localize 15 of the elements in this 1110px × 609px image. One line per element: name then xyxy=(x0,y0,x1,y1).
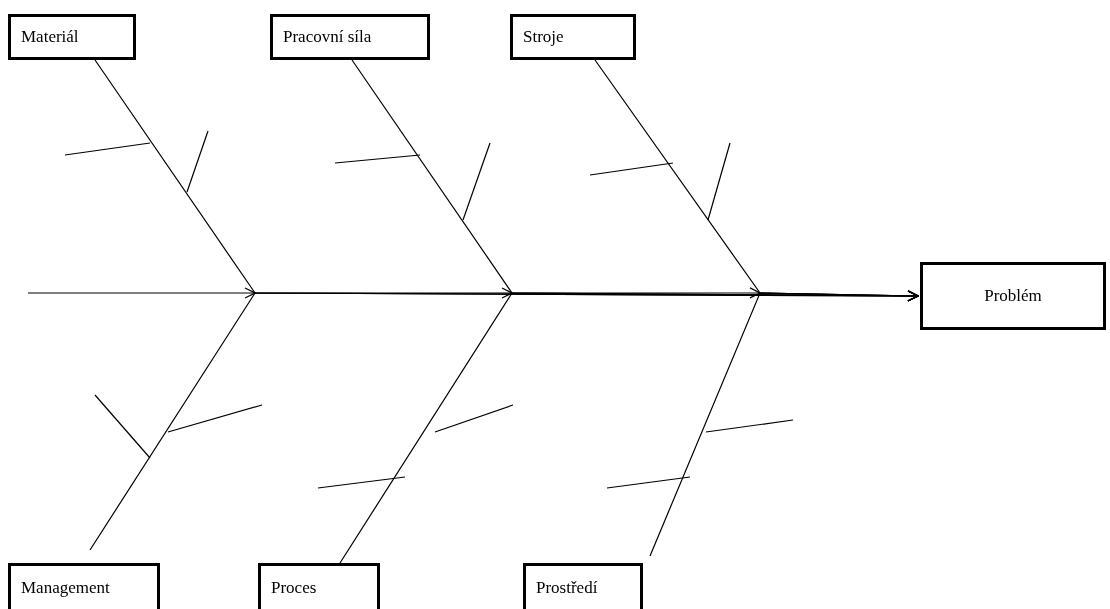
spine-arrow xyxy=(27,287,919,301)
box-label: Problém xyxy=(984,286,1042,306)
cause-box xyxy=(510,14,636,60)
cause-box xyxy=(270,14,430,60)
cause-box xyxy=(8,563,160,609)
box-label: Prostředí xyxy=(536,578,598,598)
box-label: Materiál xyxy=(21,27,79,47)
problem-box xyxy=(920,262,1106,330)
box-label: Management xyxy=(21,578,110,598)
cause-box xyxy=(258,563,380,609)
box-label: Stroje xyxy=(523,27,564,47)
box-label: Pracovní síla xyxy=(283,27,372,47)
box-label: Proces xyxy=(271,578,317,598)
cause-box xyxy=(8,14,136,60)
cause-box xyxy=(523,563,643,609)
